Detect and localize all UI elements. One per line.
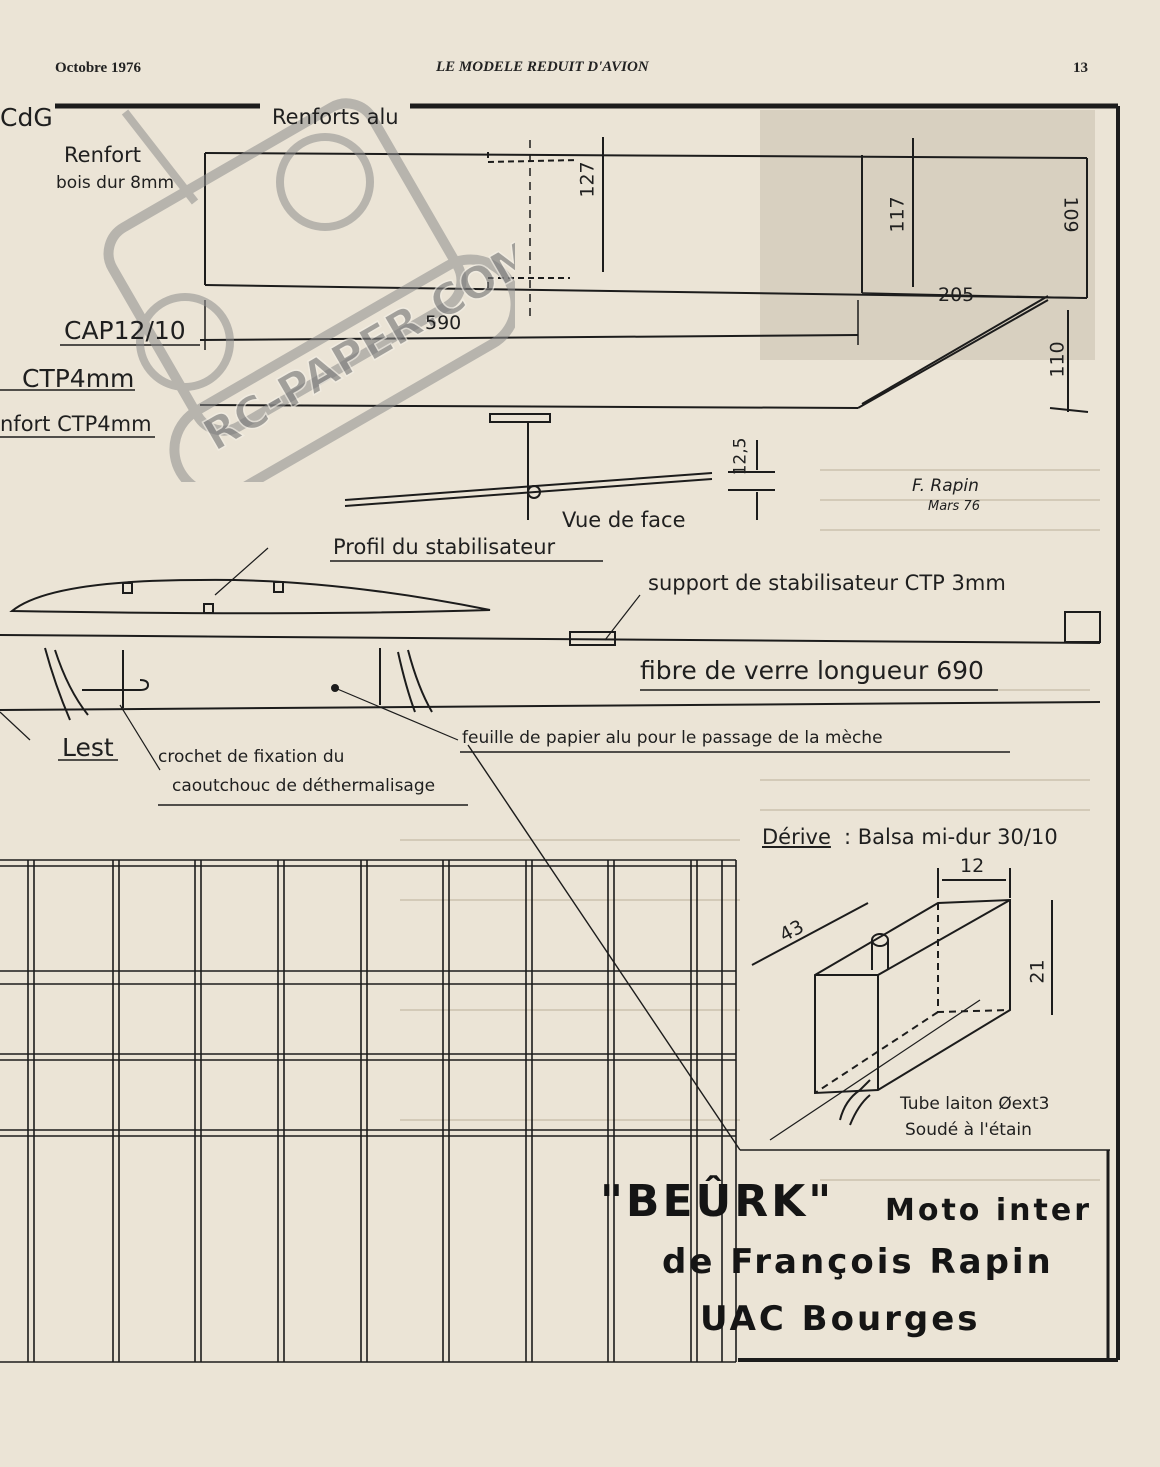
dim-12: 12	[960, 855, 985, 877]
label-derive-material: : Balsa mi-dur 30/10	[844, 825, 1058, 849]
dim-590: 590	[425, 312, 462, 334]
transmitter-icon	[103, 98, 467, 436]
label-ctp4: CTP4mm	[22, 364, 135, 393]
frame-border	[55, 103, 1120, 1362]
signature: F. Rapin	[912, 476, 979, 496]
label-crochet-2: caoutchouc de déthermalisage	[172, 776, 436, 796]
label-tube-laiton: Tube laiton Øext3	[900, 1094, 1050, 1114]
club-name: UAC Bourges	[700, 1299, 981, 1339]
label-profil-stabilisateur: Profil du stabilisateur	[333, 535, 556, 559]
fuselage-boom	[0, 594, 1101, 771]
dim-127: 127	[576, 161, 599, 198]
model-name: "BEÛRK"	[600, 1176, 835, 1227]
label-vue-de-face: Vue de face	[562, 508, 686, 532]
label-underlines	[0, 344, 1010, 806]
label-fibre-de-verre: fibre de verre longueur 690	[640, 656, 984, 685]
airfoil-profile	[9, 547, 491, 615]
background-text-texture	[400, 469, 1100, 1181]
signature-date: Mars 76	[928, 499, 980, 514]
magazine-title: LE MODELE REDUIT D'AVION	[436, 59, 649, 75]
stabilizer-front-view	[199, 295, 1089, 520]
label-renfort: Renfort	[64, 143, 141, 167]
dim-21: 21	[1026, 959, 1049, 984]
issue-date: Octobre 1976	[55, 60, 141, 76]
watermark-stamp: RC-PAPER.COM	[103, 98, 515, 482]
label-feuille-alu: feuille de papier alu pour le passage de…	[462, 728, 883, 748]
label-renforts-alu: Renforts alu	[272, 105, 399, 129]
background-picture	[760, 110, 1095, 360]
label-support-stabilisateur: support de stabilisateur CTP 3mm	[648, 571, 1006, 595]
model-category: Moto inter	[885, 1193, 1092, 1228]
dim-205: 205	[938, 284, 975, 306]
dim-12-5: 12,5	[730, 437, 751, 476]
dim-117: 117	[886, 196, 909, 233]
stabilizer-plan	[199, 137, 1088, 350]
dim-110: 110	[1046, 341, 1069, 378]
label-renfort-ctp4: nfort CTP4mm	[0, 412, 152, 436]
page-number: 13	[1073, 60, 1088, 76]
label-soude: Soudé à l'étain	[905, 1120, 1032, 1140]
designer-name: de François Rapin	[662, 1242, 1054, 1282]
label-derive: Dérive	[762, 825, 831, 849]
fin-drawing	[751, 868, 1053, 1141]
wing-grid	[0, 744, 1110, 1363]
label-cdg: CdG	[0, 103, 53, 132]
label-crochet-1: crochet de fixation du	[158, 747, 345, 767]
dim-109: 109	[1059, 196, 1082, 233]
label-cap: CAP12/10	[64, 316, 186, 345]
label-bois-dur: bois dur 8mm	[56, 173, 175, 193]
label-lest: Lest	[62, 733, 114, 762]
